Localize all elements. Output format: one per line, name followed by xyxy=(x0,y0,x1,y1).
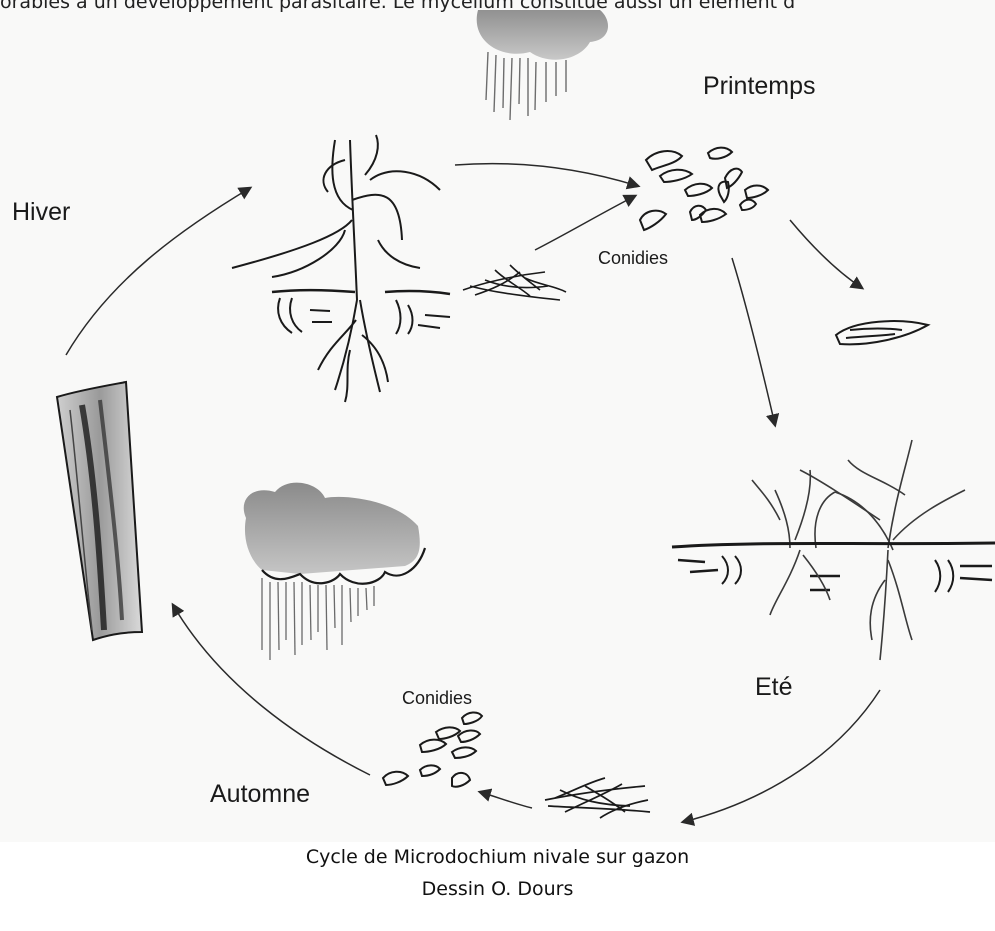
seed-icon xyxy=(836,321,928,344)
arrow-winter-to-conidia xyxy=(455,164,638,186)
arrow-mycelium-to-conidia xyxy=(535,196,635,250)
label-ete: Eté xyxy=(755,673,793,702)
mycelium-bottom-icon xyxy=(545,778,650,818)
label-conidies-bottom: Conidies xyxy=(402,688,472,709)
label-automne: Automne xyxy=(210,780,310,809)
caption-credit: Dessin O. Dours xyxy=(0,878,995,900)
life-cycle-drawing xyxy=(0,0,995,842)
label-printemps: Printemps xyxy=(703,72,816,101)
summer-plant-icon xyxy=(672,440,995,660)
label-conidies-top: Conidies xyxy=(598,248,668,269)
winter-plant-icon xyxy=(232,135,450,402)
top-rain-cloud-icon xyxy=(477,10,608,120)
arrow-conidia-to-summer xyxy=(732,258,775,425)
straw-stem-icon xyxy=(57,382,142,640)
autumn-rain-cloud-icon xyxy=(244,483,425,660)
conidia-top-icon xyxy=(640,148,768,230)
mycelium-icon xyxy=(463,265,566,300)
arrow-autumn-to-straw xyxy=(173,605,370,775)
caption-title: Cycle de Microdochium nivale sur gazon xyxy=(0,846,995,868)
label-hiver: Hiver xyxy=(12,198,70,227)
conidia-bottom-icon xyxy=(383,712,482,786)
arrow-straw-to-winter xyxy=(66,188,250,355)
arrow-conidia-to-seed xyxy=(790,220,862,288)
arrow-summer-to-mycelium xyxy=(683,690,880,822)
arrow-mycelium-to-conidia-bottom xyxy=(480,792,532,808)
